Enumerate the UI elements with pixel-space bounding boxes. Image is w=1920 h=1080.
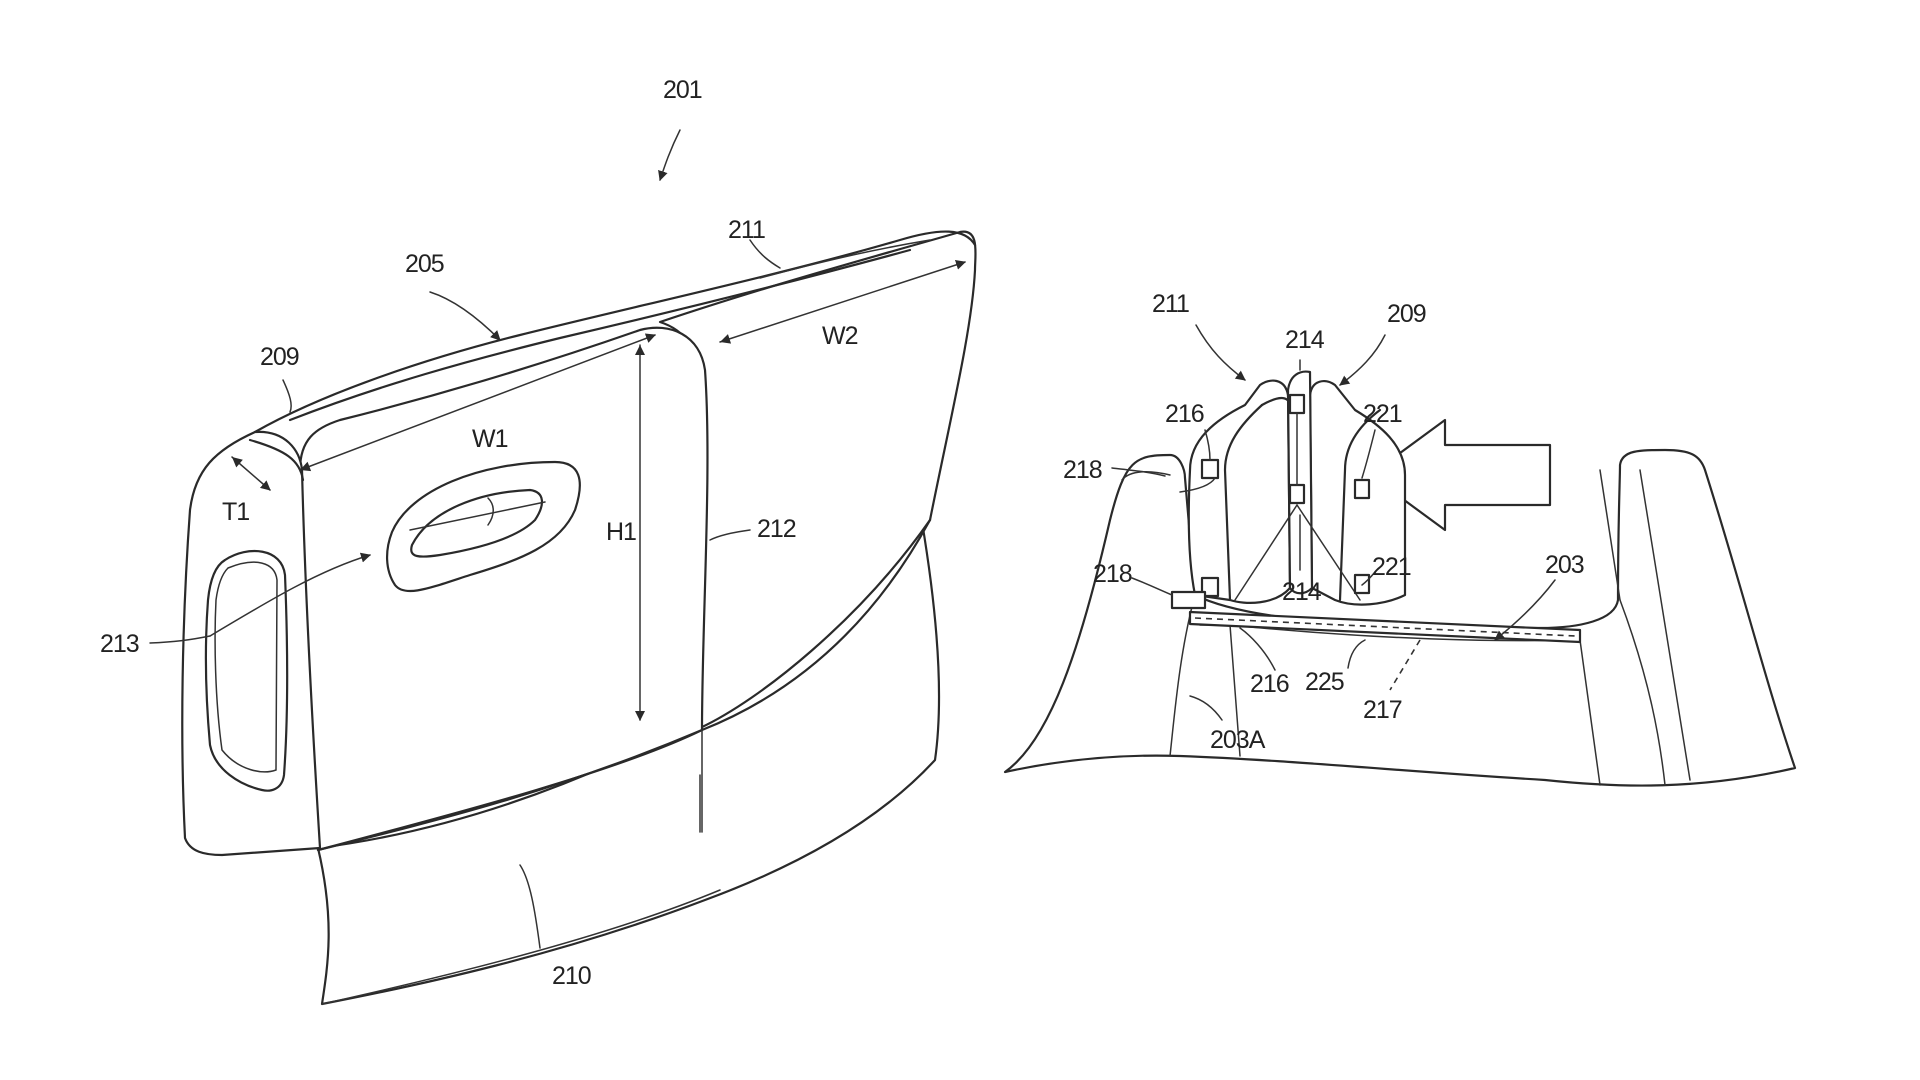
handle-recess [386, 460, 581, 593]
folding-mechanism-view [1003, 324, 1797, 787]
label-218-bottom: 218 [1093, 560, 1132, 588]
label-T1: T1 [222, 498, 249, 526]
label-214-bottom: 214 [1282, 578, 1322, 606]
label-221-bottom: 221 [1372, 553, 1411, 581]
fold-direction-arrow [1368, 418, 1552, 532]
label-213: 213 [100, 630, 139, 658]
side-recess-213 [204, 549, 289, 792]
label-211-right: 211 [1152, 290, 1189, 318]
label-201: 201 [663, 76, 702, 104]
label-203A: 203A [1210, 726, 1266, 754]
label-W2: W2 [822, 322, 858, 350]
label-218-top: 218 [1063, 456, 1102, 484]
label-210: 210 [552, 962, 591, 990]
label-209-right: 209 [1387, 300, 1426, 328]
seat-module-view [149, 129, 977, 1006]
label-225: 225 [1305, 668, 1344, 696]
reference-labels: 201 205 211 209 W1 W2 T1 H1 212 213 210 … [100, 76, 1585, 990]
label-217: 217 [1363, 696, 1402, 724]
label-212: 212 [757, 515, 796, 543]
label-H1: H1 [606, 518, 636, 546]
label-209-left: 209 [260, 343, 299, 371]
label-205: 205 [405, 250, 444, 278]
label-216-top: 216 [1165, 400, 1204, 428]
label-211-left: 211 [728, 216, 765, 244]
label-214-top: 214 [1285, 326, 1325, 354]
label-216-bottom: 216 [1250, 670, 1289, 698]
label-203: 203 [1545, 551, 1584, 579]
folded-cushion-211 [1187, 379, 1292, 604]
label-221-top: 221 [1363, 400, 1402, 428]
label-W1: W1 [472, 425, 508, 453]
